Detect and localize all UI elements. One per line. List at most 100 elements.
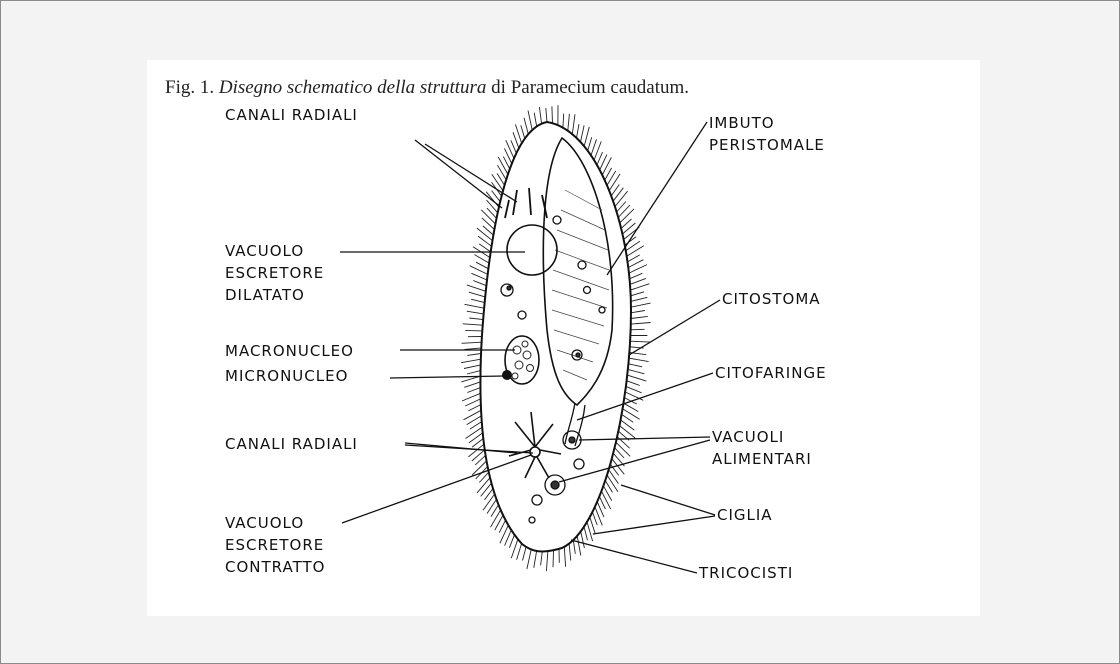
cilium — [483, 494, 495, 510]
cilium — [628, 260, 643, 268]
cilium — [498, 157, 508, 175]
cilium — [546, 551, 548, 571]
cilium — [592, 512, 597, 525]
cilium — [470, 422, 482, 430]
cilium — [599, 496, 605, 509]
cilium — [602, 157, 611, 175]
cilium — [464, 382, 480, 387]
cilium — [469, 292, 485, 297]
cilium — [492, 174, 503, 191]
cilium — [465, 304, 485, 308]
cilium — [587, 522, 593, 541]
cilium — [469, 318, 483, 320]
cilium — [524, 118, 528, 134]
cilium — [546, 108, 547, 122]
cilium — [498, 165, 507, 180]
cilium — [626, 386, 642, 392]
cilium — [534, 113, 537, 127]
cilium — [631, 303, 651, 307]
cilium — [467, 311, 484, 314]
cilium — [465, 399, 480, 406]
cilium — [464, 348, 481, 350]
cilium — [620, 426, 636, 438]
cilium — [505, 530, 512, 546]
cilium — [471, 299, 485, 302]
cilium — [631, 323, 651, 325]
cilium — [481, 210, 495, 224]
cilium — [631, 311, 645, 313]
cilium — [467, 285, 486, 291]
cilium — [539, 107, 541, 124]
cilium — [466, 427, 483, 438]
label-canali-radiali-top: CANALI RADIALI — [225, 104, 358, 126]
cilium — [605, 168, 612, 180]
cilium — [630, 278, 646, 284]
cilium — [630, 341, 650, 342]
label-ciglia: CIGLIA — [717, 504, 773, 526]
cilium — [517, 544, 522, 560]
cilium — [615, 191, 628, 206]
label-citostoma: CITOSTOMA — [722, 288, 821, 310]
cilium — [482, 218, 495, 230]
cilium — [476, 262, 488, 269]
label-tricocisti: TRICOCISTI — [699, 562, 793, 584]
cilium — [464, 365, 481, 369]
cilium — [591, 139, 597, 155]
cilium — [597, 152, 603, 165]
cilium — [527, 550, 531, 570]
cilium — [603, 486, 611, 501]
cilium — [467, 354, 481, 356]
cilium — [620, 209, 634, 223]
cilium — [509, 535, 514, 548]
cilium — [631, 316, 648, 318]
cilium — [563, 114, 564, 128]
cilium — [523, 547, 527, 561]
cilium — [627, 246, 644, 257]
cilium — [461, 359, 481, 363]
figure-panel: Fig. 1. Disegno schematico della struttu… — [147, 60, 980, 616]
cilium — [631, 297, 648, 301]
cilium — [487, 499, 496, 513]
cilium — [622, 414, 634, 422]
cilium — [511, 539, 518, 558]
micronucleus — [502, 370, 512, 380]
label-vacuolo-escretore-dilatato: VACUOLO ESCRETORE DILATATO — [225, 240, 324, 306]
cilium — [572, 114, 575, 134]
cilium — [564, 547, 565, 567]
cilium — [473, 281, 486, 286]
cilium — [609, 470, 619, 484]
cilium — [573, 540, 575, 554]
cilium — [477, 478, 490, 493]
cilium — [534, 551, 537, 568]
label-imbuto-peristomale: IMBUTO PERISTOMALE — [709, 112, 825, 156]
label-vacuolo-escretore-contratto: VACUOLO ESCRETORE CONTRATTO — [225, 512, 325, 578]
cilium — [471, 273, 487, 280]
cilium — [584, 527, 588, 541]
cilium — [630, 273, 643, 279]
cilium — [628, 255, 640, 262]
cilium — [552, 106, 553, 123]
cilium — [590, 517, 595, 533]
cilium — [541, 552, 543, 566]
cilium — [465, 330, 482, 331]
cilium — [468, 405, 481, 411]
cilium — [577, 124, 580, 138]
cilium — [568, 114, 570, 131]
label-vacuoli-alimentari: VACUOLI ALIMENTARI — [712, 426, 812, 470]
cilium — [487, 200, 498, 213]
cilium — [622, 223, 635, 234]
label-micronucleo: MICRONUCLEO — [225, 365, 348, 387]
cilium — [521, 125, 525, 138]
cilium — [627, 375, 646, 381]
cilium — [609, 174, 620, 191]
label-citofaringe: CITOFARINGE — [715, 362, 827, 384]
cilium — [616, 442, 630, 456]
cilium — [481, 483, 492, 496]
cilium — [613, 188, 623, 202]
cilium — [491, 510, 501, 527]
cilium — [631, 292, 644, 296]
cilium — [479, 244, 491, 252]
cilium — [601, 491, 610, 509]
cilium — [472, 450, 485, 461]
cilium — [464, 410, 482, 420]
